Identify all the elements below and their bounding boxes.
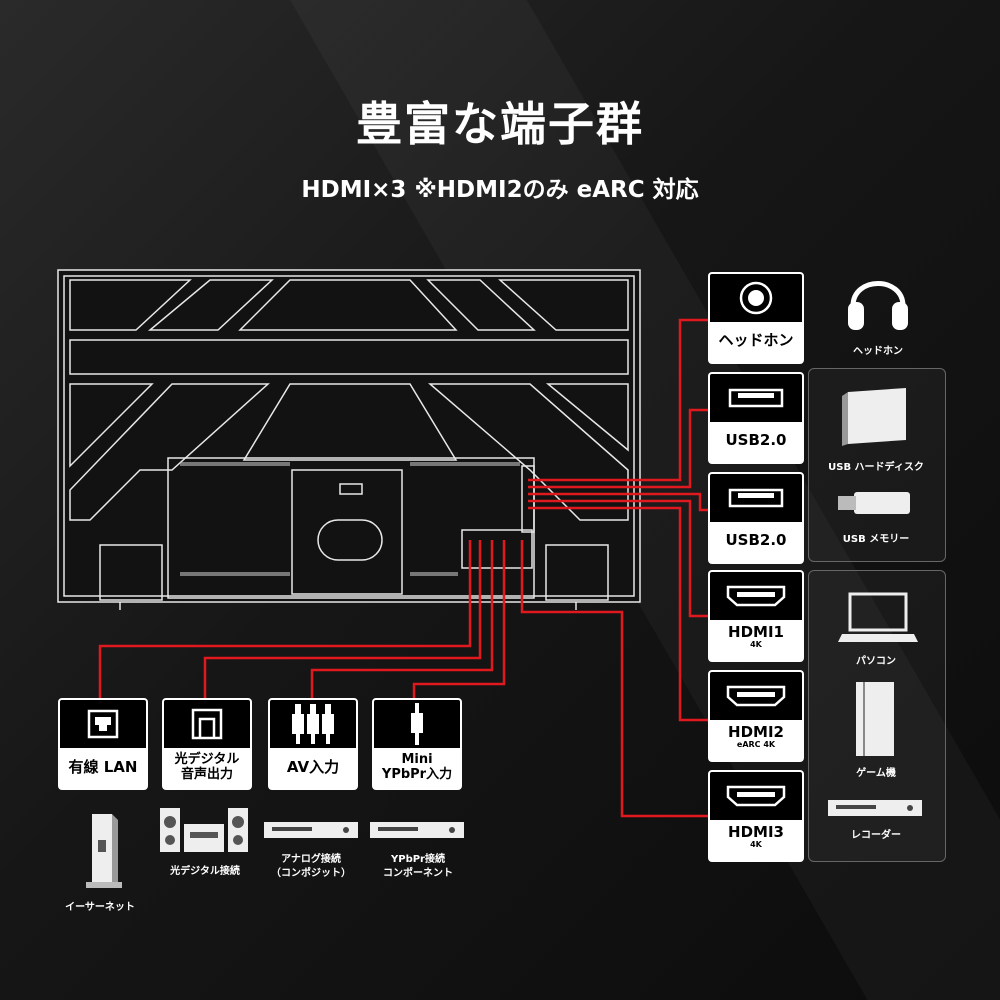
- device-label-recorder: レコーダー: [851, 830, 901, 841]
- mini-plug-icon: [411, 703, 423, 745]
- hard-disk-icon: [842, 388, 906, 446]
- headphones-icon: [848, 281, 908, 330]
- port-label: Mini: [401, 752, 433, 767]
- headphone-jack-icon: [739, 281, 773, 315]
- port-hdmi-1: HDMI1 4K: [708, 570, 804, 662]
- hdmi-port-icon: [726, 685, 786, 707]
- optical-port-icon: [191, 708, 223, 740]
- router-icon: [86, 814, 122, 888]
- device-label-pc: パソコン: [856, 656, 896, 667]
- tv-vents: [180, 462, 520, 576]
- port-sublabel: 4K: [750, 640, 762, 649]
- port-label-2: 音声出力: [180, 767, 233, 782]
- port-label: AV入力: [286, 758, 340, 776]
- port-usb-2: USB2.0: [708, 472, 804, 564]
- port-label: 有線 LAN: [68, 758, 138, 776]
- component-recorder-icon: [370, 822, 464, 838]
- recorder-icon: [828, 800, 922, 816]
- device-label-optical: 光デジタル接続: [170, 866, 240, 877]
- device-label-game: ゲーム機: [856, 768, 896, 779]
- device-label-usb-memory: USB メモリー: [842, 534, 910, 545]
- port-label-2: YPbPr入力: [381, 767, 453, 782]
- usb-memory-icon: [838, 492, 910, 514]
- tv-back-panel: [57, 269, 641, 610]
- port-sublabel: 4K: [750, 840, 762, 849]
- audio-system-icon: [160, 808, 248, 852]
- device-label-headphone: ヘッドホン: [853, 346, 903, 357]
- analog-recorder-icon: [264, 822, 358, 838]
- device-label-ethernet: イーサーネット: [65, 902, 135, 913]
- page-subtitle: HDMI×3 ※HDMI2のみ eARC 対応: [301, 177, 699, 203]
- connection-wires: [98, 318, 710, 818]
- usb-port-icon: [728, 388, 784, 408]
- port-label: HDMI2: [728, 723, 784, 741]
- lan-port-icon: [87, 709, 119, 739]
- port-mini-ypbpr: Mini YPbPr入力: [372, 698, 462, 790]
- hdmi-port-icon: [726, 785, 786, 807]
- port-av: AV入力: [268, 698, 358, 790]
- game-console-icon: [856, 682, 894, 756]
- port-label: HDMI1: [728, 623, 784, 641]
- device-label-ypbpr-2: コンポーネント: [383, 868, 453, 879]
- port-label: USB2.0: [725, 531, 787, 549]
- port-lan: 有線 LAN: [58, 698, 148, 790]
- rca-cable-icon: [292, 704, 334, 744]
- hdmi-port-icon: [726, 585, 786, 607]
- port-sublabel: eARC 4K: [736, 740, 776, 749]
- port-usb-1: USB2.0: [708, 372, 804, 464]
- device-label-ypbpr-1: YPbPr接続: [391, 854, 445, 865]
- port-label: USB2.0: [725, 431, 787, 449]
- device-label-analog-2: （コンポジット）: [271, 868, 351, 879]
- port-optical: 光デジタル 音声出力: [162, 698, 252, 790]
- port-label: HDMI3: [728, 823, 784, 841]
- laptop-icon: [838, 592, 918, 642]
- port-label: ヘッドホン: [718, 331, 794, 349]
- port-headphone: ヘッドホン: [708, 272, 804, 364]
- page-title: 豊富な端子群: [356, 97, 644, 151]
- device-label-usb-hdd: USB ハードディスク: [828, 462, 924, 473]
- usb-port-icon: [728, 488, 784, 508]
- port-hdmi-3: HDMI3 4K: [708, 770, 804, 862]
- device-label-analog-1: アナログ接続: [281, 854, 341, 865]
- port-hdmi-2: HDMI2 eARC 4K: [708, 670, 804, 762]
- port-label: 光デジタル: [174, 752, 240, 767]
